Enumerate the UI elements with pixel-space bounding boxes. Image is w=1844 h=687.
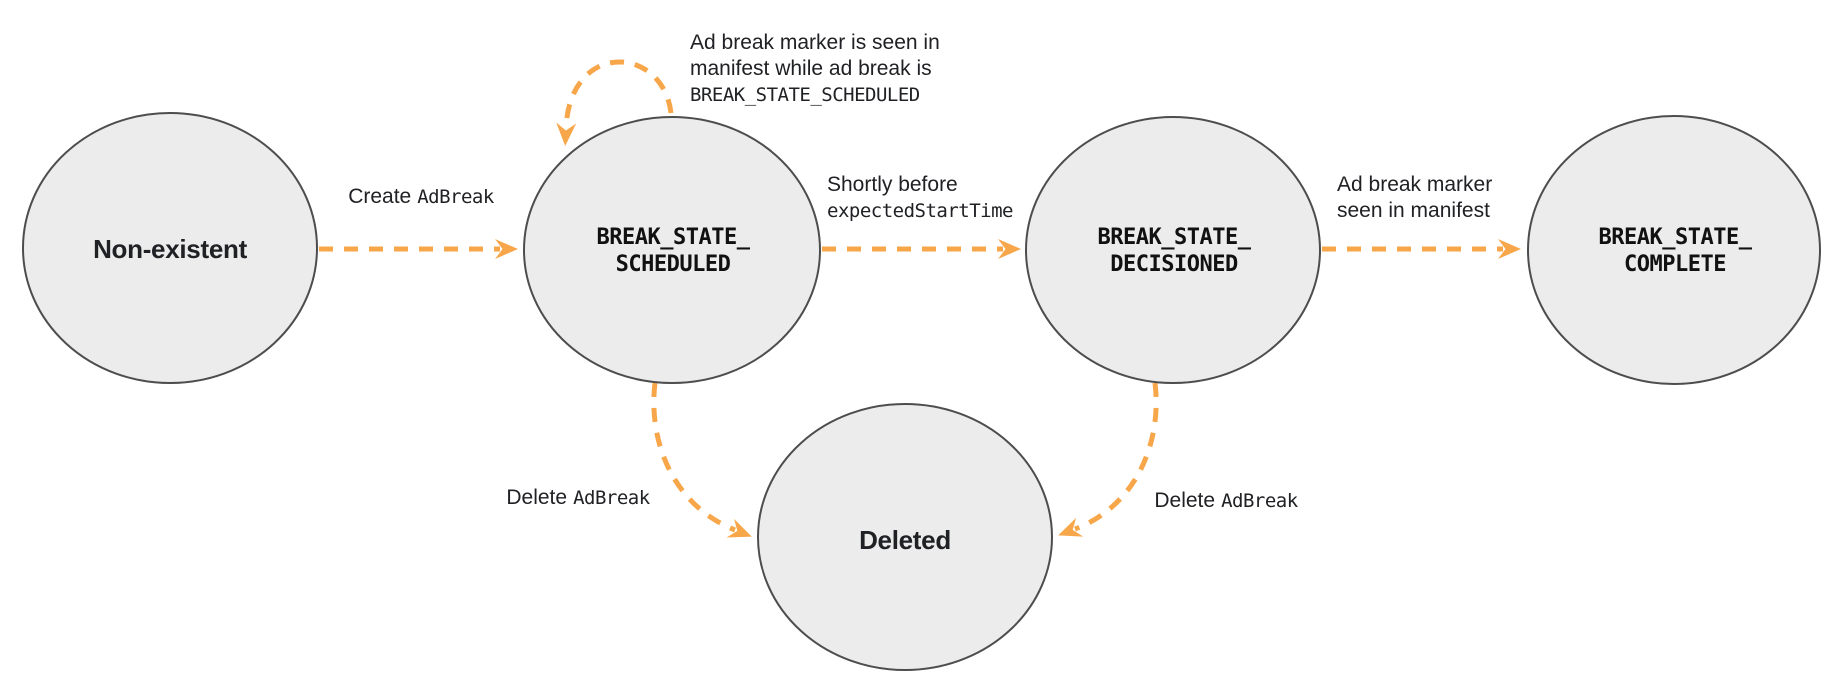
node-label-deleted: Deleted <box>859 525 951 555</box>
edge-label-before-start: Shortly before expectedStartTime <box>827 172 1013 224</box>
edge-label-create-text: Create <box>348 185 412 208</box>
node-label-scheduled-line2: SCHEDULED <box>615 252 731 277</box>
edge-label-self-loop-line2: manifest while ad break is <box>690 57 932 80</box>
edge-label-create-code: AdBreak <box>417 186 494 208</box>
edge-self-loop-scheduled <box>556 59 674 146</box>
node-label-complete-line1: BREAK_STATE_ <box>1598 225 1752 250</box>
edge-decisioned-to-deleted <box>1058 382 1159 537</box>
edge-label-delete-scheduled-code: AdBreak <box>573 487 650 509</box>
edge-label-delete-scheduled-text: Delete <box>506 486 568 509</box>
edge-label-self-loop-line1: Ad break marker is seen in <box>690 31 940 54</box>
edge-scheduled-to-deleted <box>651 382 752 538</box>
node-label-decisioned: BREAK_STATE_ DECISIONED <box>1098 224 1251 278</box>
node-label-scheduled-line1: BREAK_STATE_ <box>596 225 750 250</box>
edge-label-self-loop-code: BREAK_STATE_SCHEDULED <box>690 84 920 106</box>
edge-label-self-loop: Ad break marker is seen in manifest whil… <box>690 30 940 108</box>
edge-label-marker-seen: Ad break marker seen in manifest <box>1337 172 1492 224</box>
node-circle-deleted <box>757 403 1053 671</box>
node-label-decisioned-line2: DECISIONED <box>1110 252 1238 277</box>
node-label-decisioned-line1: BREAK_STATE_ <box>1097 225 1251 250</box>
node-label-complete: BREAK_STATE_ COMPLETE <box>1599 224 1752 278</box>
edge-label-marker-seen-line1: Ad break marker <box>1337 173 1493 196</box>
edge-label-marker-seen-line2: seen in manifest <box>1337 199 1490 222</box>
edge-label-delete-decisioned-code: AdBreak <box>1221 490 1298 512</box>
edge-label-delete-decisioned-text: Delete <box>1154 489 1216 512</box>
node-label-non-existent: Non-existent <box>93 234 247 264</box>
node-circle-scheduled <box>523 116 821 384</box>
node-label-complete-line2: COMPLETE <box>1624 252 1726 277</box>
node-circle-complete <box>1527 115 1821 385</box>
node-circle-decisioned <box>1025 116 1321 384</box>
edge-label-before-start-text: Shortly before <box>827 173 958 196</box>
node-label-scheduled: BREAK_STATE_ SCHEDULED <box>597 224 750 278</box>
node-circle-non-existent <box>22 112 318 384</box>
edge-label-before-start-code: expectedStartTime <box>827 200 1013 222</box>
